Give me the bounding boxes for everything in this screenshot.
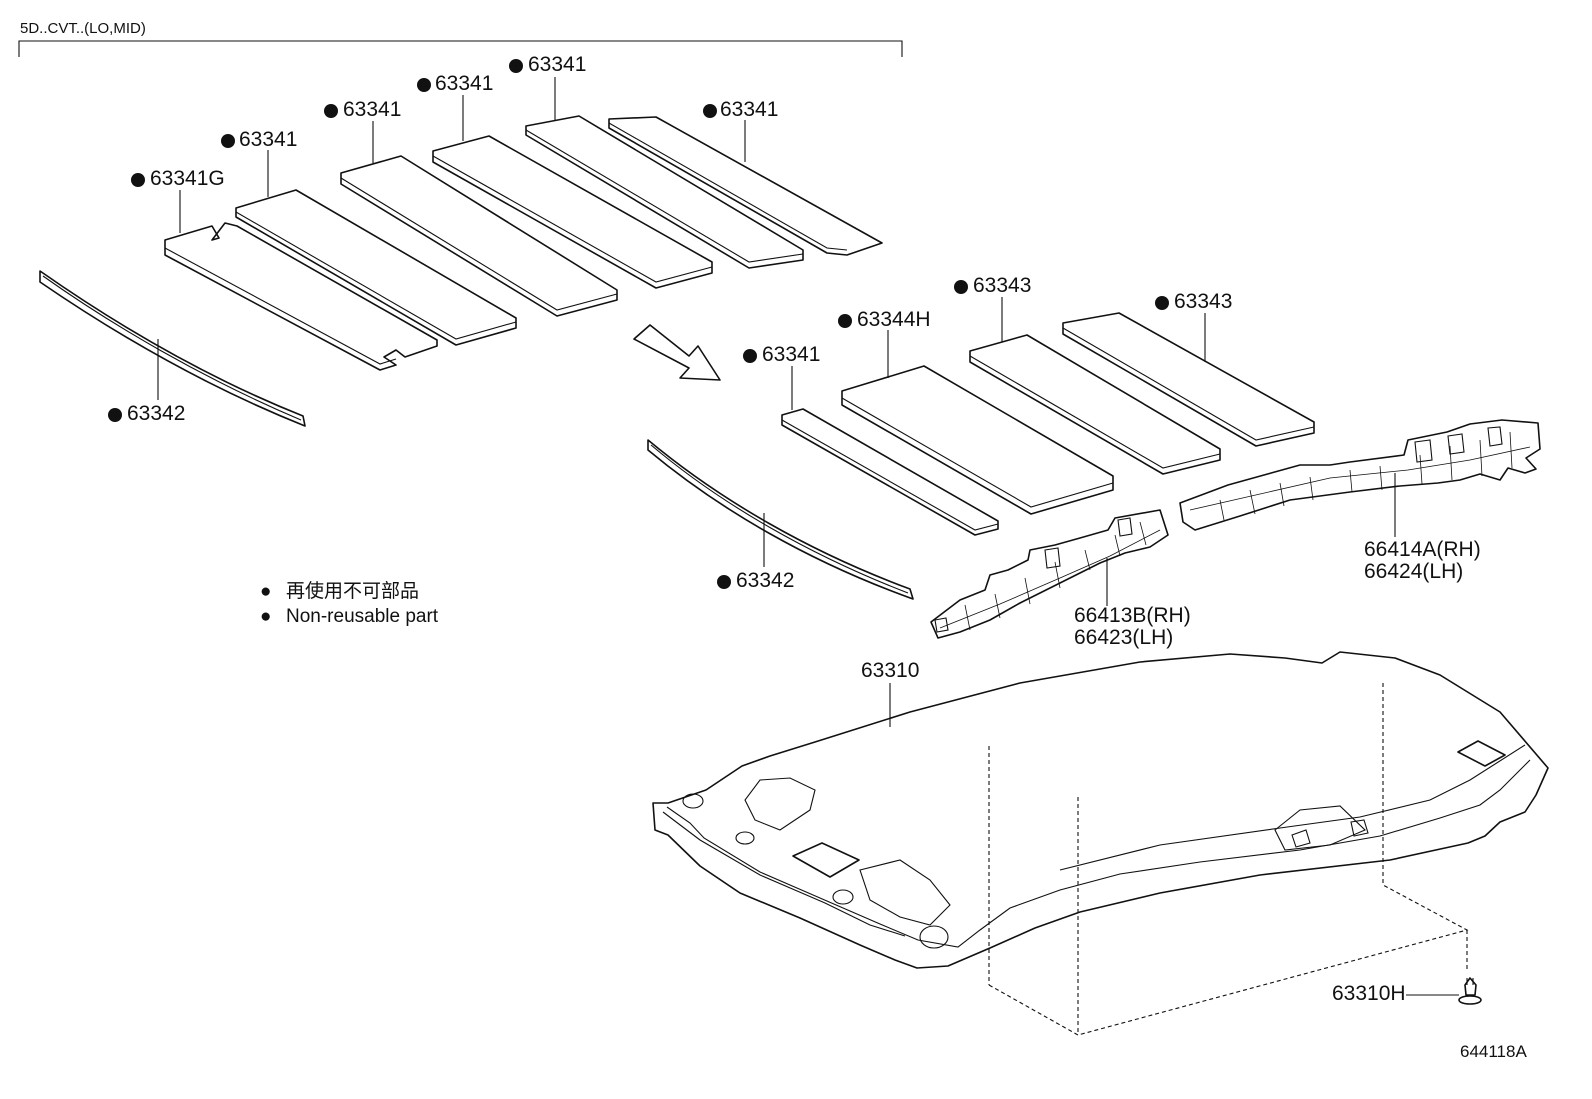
callout-63342-upper: 63342 xyxy=(127,402,185,425)
non-reusable-marker xyxy=(221,134,235,148)
legend-marker-jp: ● xyxy=(260,581,271,602)
leader-lines xyxy=(157,77,1459,996)
pad-63341-c xyxy=(432,135,713,289)
callout-63342-lower: 63342 xyxy=(736,569,794,592)
pad-63341-a xyxy=(235,189,517,346)
pad-63341-d xyxy=(525,115,804,269)
callout-63341-5: 63341 xyxy=(720,98,778,121)
callout-63344h: 63344H xyxy=(857,308,931,331)
clip-63310h xyxy=(1458,977,1482,1005)
callout-63341-lower: 63341 xyxy=(762,343,820,366)
callout-63343-b: 63343 xyxy=(1174,290,1232,313)
callout-66424: 66424(LH) xyxy=(1364,560,1463,583)
non-reusable-marker xyxy=(108,408,122,422)
variant-label: 5D..CVT..(LO,MID) xyxy=(20,20,146,37)
non-reusable-marker xyxy=(703,104,717,118)
non-reusable-marker xyxy=(717,575,731,589)
callout-66413b: 66413B(RH) xyxy=(1074,604,1191,627)
non-reusable-marker xyxy=(838,314,852,328)
callout-66423: 66423(LH) xyxy=(1074,626,1173,649)
legend-marker-en: ● xyxy=(260,606,271,627)
pad-63341-e xyxy=(608,116,883,256)
legend-text-jp: 再使用不可部品 xyxy=(286,580,419,602)
legend-text-en: Non-reusable part xyxy=(286,606,439,627)
callout-63310h: 63310H xyxy=(1332,982,1406,1005)
bracket-66413b xyxy=(930,509,1169,639)
pad-63343-b xyxy=(1062,312,1315,447)
pad-63341-lower xyxy=(781,408,999,536)
non-reusable-marker xyxy=(1155,296,1169,310)
direction-arrow xyxy=(633,324,721,381)
callout-63341-4: 63341 xyxy=(528,53,586,76)
callout-63341-2: 63341 xyxy=(343,98,401,121)
callout-63343-a: 63343 xyxy=(973,274,1031,297)
strip-63342-upper xyxy=(39,270,306,427)
strip-63342-lower xyxy=(647,439,914,600)
reference-number: 644118A xyxy=(1460,1042,1527,1061)
callout-63310: 63310 xyxy=(861,659,919,682)
callout-labels: 63341 63341 63341 63341 63341 63341G 633… xyxy=(108,53,1481,1005)
pad-63341g xyxy=(164,222,438,371)
non-reusable-marker xyxy=(417,78,431,92)
callout-63341-1: 63341 xyxy=(239,128,297,151)
callout-63341-3: 63341 xyxy=(435,72,493,95)
non-reusable-marker xyxy=(131,173,145,187)
variant-bracket: 5D..CVT..(LO,MID) xyxy=(18,20,903,57)
projection-lines xyxy=(988,683,1469,1036)
pad-63341-b xyxy=(340,155,618,317)
pad-63344h xyxy=(841,365,1114,515)
pad-63343-a xyxy=(969,334,1221,475)
non-reusable-marker xyxy=(743,349,757,363)
headliner-63310 xyxy=(652,651,1549,969)
non-reusable-marker xyxy=(954,280,968,294)
legend: ● 再使用不可部品 ● Non-reusable part xyxy=(260,580,439,627)
bracket-66414a xyxy=(1179,419,1541,531)
non-reusable-marker xyxy=(324,104,338,118)
callout-66414a: 66414A(RH) xyxy=(1364,538,1481,561)
callout-63341g: 63341G xyxy=(150,167,225,190)
non-reusable-marker xyxy=(509,59,523,73)
